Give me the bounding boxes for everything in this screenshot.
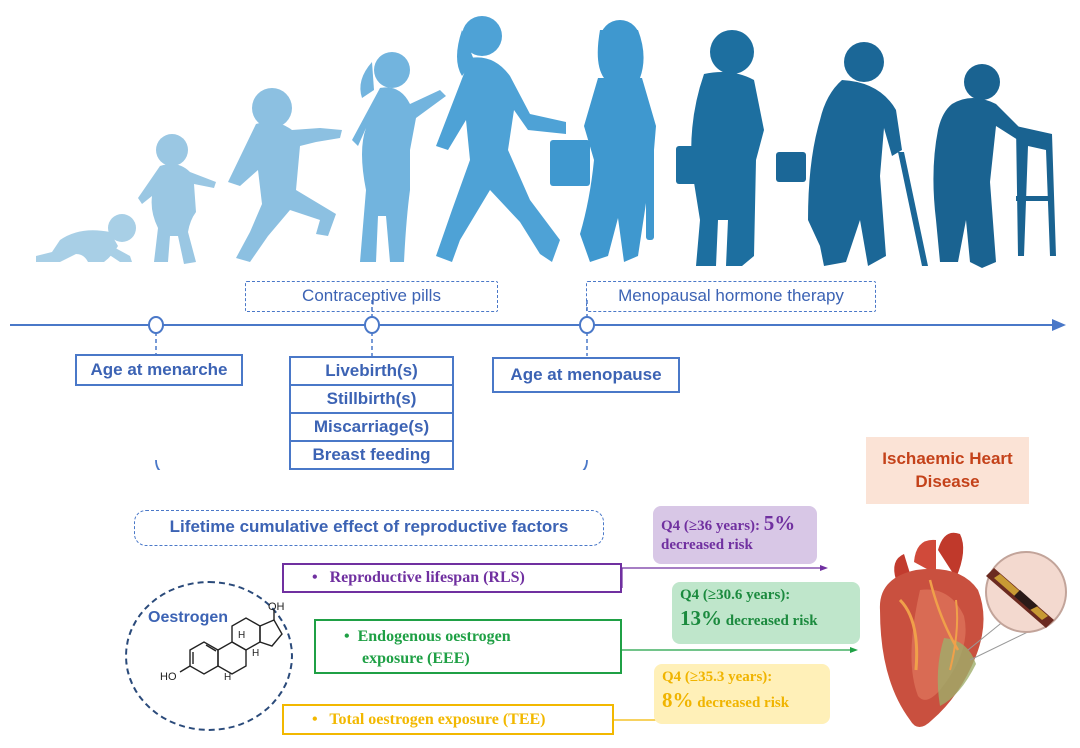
tee-bullet: • bbox=[312, 711, 318, 728]
rls-risk-quartile: Q4 (≥36 years): bbox=[661, 518, 761, 534]
woman-with-bags-icon bbox=[550, 20, 656, 262]
eee-risk-quartile: Q4 (≥30.6 years): bbox=[680, 587, 791, 603]
tee-risk-bubble: Q4 (≥35.3 years): 8% decreased risk bbox=[654, 664, 830, 724]
eee-risk-bubble: Q4 (≥30.6 years): 13% decreased risk bbox=[672, 582, 860, 644]
oestrogen-ellipse bbox=[125, 581, 293, 731]
life-stage-silhouettes bbox=[36, 16, 1056, 268]
h-label-3: H bbox=[224, 672, 231, 683]
rls-risk-bubble: Q4 (≥36 years): 5% decreased risk bbox=[653, 506, 817, 564]
eee-factor-box: • Endogenous oestrogen exposure (EEE) bbox=[314, 619, 622, 674]
h-label-2: H bbox=[238, 630, 245, 641]
rls-label: Reproductive lifespan (RLS) bbox=[329, 569, 525, 586]
heart-illustration bbox=[879, 532, 1067, 727]
pregnancy-node bbox=[364, 316, 380, 334]
middle-aged-woman-icon bbox=[676, 30, 764, 266]
age-at-menopause-box: Age at menopause bbox=[492, 357, 680, 393]
oestrogen-molecule-icon: H H H OH HO bbox=[160, 601, 285, 683]
oestrogen-title: Oestrogen bbox=[148, 609, 229, 626]
timeline-arrowhead bbox=[1052, 319, 1066, 331]
tee-risk-percent: 8% bbox=[662, 687, 694, 712]
girl-icon bbox=[352, 52, 446, 262]
h-label-1: H bbox=[252, 648, 259, 659]
lifetime-cumulative-label: Lifetime cumulative effect of reproducti… bbox=[134, 510, 604, 546]
child-running-icon bbox=[228, 88, 342, 262]
livebirths-item: Livebirth(s) bbox=[291, 358, 452, 386]
rls-risk-text: decreased risk bbox=[661, 537, 753, 554]
elderly-woman-cane-icon bbox=[776, 42, 928, 266]
pregnancy-factors-stack: Livebirth(s) Stillbirth(s) Miscarriage(s… bbox=[289, 356, 454, 470]
young-woman-icon bbox=[436, 16, 566, 263]
baby-crawling-icon bbox=[36, 214, 136, 262]
elderly-woman-walker-icon bbox=[933, 64, 1056, 268]
oh-label: OH bbox=[268, 601, 285, 613]
contraceptive-pills-label: Contraceptive pills bbox=[245, 281, 498, 312]
rls-bullet: • bbox=[312, 569, 318, 586]
mht-label: Menopausal hormone therapy bbox=[586, 281, 876, 312]
eee-bullet: • bbox=[344, 628, 350, 645]
age-at-menarche-box: Age at menarche bbox=[75, 354, 243, 386]
rls-risk-percent: 5% bbox=[763, 511, 796, 535]
eee-label-line1: Endogenous oestrogen bbox=[357, 628, 511, 645]
heart-icon bbox=[879, 532, 984, 727]
toddler-icon bbox=[138, 134, 216, 264]
rls-factor-box: • Reproductive lifespan (RLS) bbox=[282, 563, 622, 593]
ho-label: HO bbox=[160, 671, 177, 683]
timeline bbox=[10, 300, 1066, 470]
eee-risk-percent: 13% bbox=[680, 605, 722, 630]
ischaemic-heart-disease-box: Ischaemic Heart Disease bbox=[866, 437, 1029, 504]
artery-icon bbox=[985, 551, 1067, 633]
menopause-node bbox=[579, 316, 595, 334]
breast-feeding-item: Breast feeding bbox=[312, 445, 431, 464]
tee-risk-quartile: Q4 (≥35.3 years): bbox=[662, 669, 773, 685]
eee-label-line2: exposure (EEE) bbox=[362, 650, 470, 667]
tee-label: Total oestrogen exposure (TEE) bbox=[329, 711, 546, 728]
menarche-node bbox=[148, 316, 164, 334]
stillbirths-item: Stillbirth(s) bbox=[291, 386, 452, 414]
eee-risk-text: decreased risk bbox=[725, 612, 818, 629]
miscarriages-item: Miscarriage(s) bbox=[291, 414, 452, 442]
tee-risk-text: decreased risk bbox=[697, 694, 790, 711]
tee-factor-box: • Total oestrogen exposure (TEE) bbox=[282, 704, 614, 735]
